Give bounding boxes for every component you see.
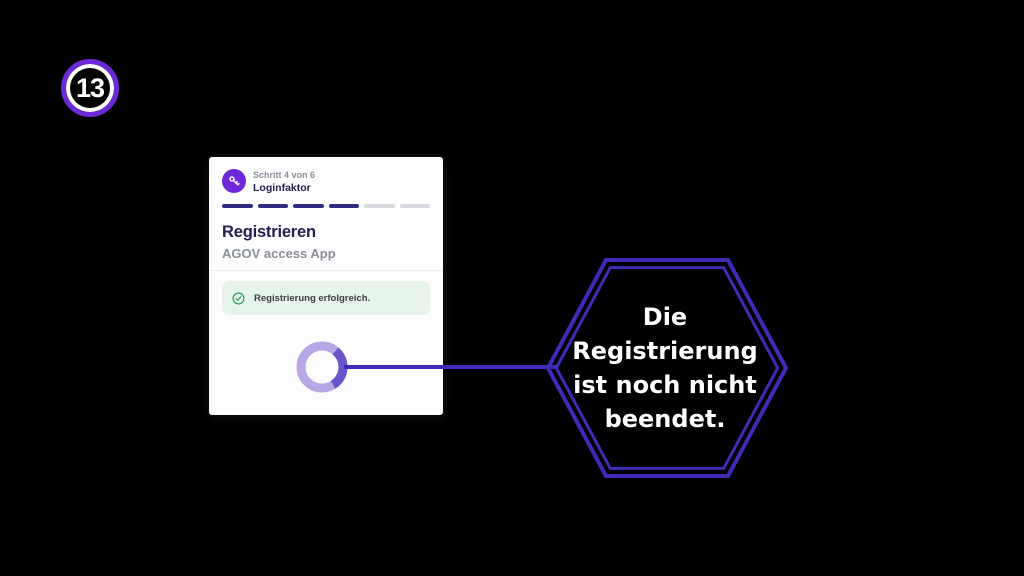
progress-segment (364, 204, 395, 208)
step-number-badge: 13 (61, 59, 119, 117)
progress-segment (293, 204, 324, 208)
divider (209, 270, 443, 271)
card-title: Registrieren (222, 223, 316, 241)
progress-bar (222, 204, 430, 208)
registration-card: Schritt 4 von 6 Loginfaktor Registrieren… (209, 157, 443, 415)
progress-segment (399, 204, 430, 208)
progress-segment (257, 204, 288, 208)
callout-line: beendet. (604, 405, 726, 433)
success-banner: Registrierung erfolgreich. (222, 281, 430, 315)
success-message: Registrierung erfolgreich. (254, 292, 371, 304)
step-name-label: Loginfaktor (253, 182, 311, 194)
step-progress-label: Schritt 4 von 6 (253, 170, 316, 180)
connector-line (344, 365, 556, 369)
progress-segment (328, 204, 359, 208)
key-icon (222, 169, 246, 193)
callout-line: Die (642, 303, 688, 331)
callout-line: Registrierung (572, 337, 758, 365)
step-number: 13 (75, 72, 105, 103)
progress-segment (222, 204, 253, 208)
callout-line: ist noch nicht (573, 371, 757, 399)
card-subtitle: AGOV access App (222, 246, 336, 261)
check-circle-icon (232, 292, 245, 304)
loading-spinner-icon (296, 341, 348, 393)
hexagon-callout-outline (545, 258, 789, 478)
